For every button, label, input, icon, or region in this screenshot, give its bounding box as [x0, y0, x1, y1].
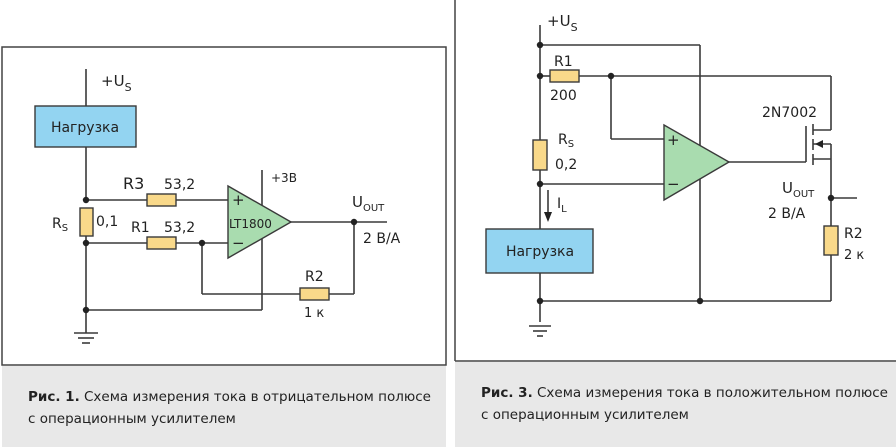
r3-value: 53,2: [164, 177, 195, 193]
resistor-r2: [823, 225, 839, 256]
junction-dot: [536, 297, 544, 305]
junction-dot: [350, 218, 358, 226]
opamp-supply-label: +3В: [271, 171, 297, 185]
mosfet-arrow-head: [815, 140, 823, 148]
resistor-r1: [146, 236, 177, 250]
r2-value: 1 к: [304, 306, 324, 321]
figure-3-schematic: [454, 0, 896, 362]
rs-value: 0,2: [555, 157, 577, 173]
figure-3-components: +US R1 200 RS 0,2 IL Нагрузка + − 2N7002…: [485, 12, 864, 305]
r1-value: 200: [550, 88, 577, 104]
supply-label: +US: [547, 12, 578, 34]
current-label: IL: [557, 196, 567, 215]
figure-1-caption: Рис. 1. Схема измерения тока в отрицател…: [2, 366, 446, 447]
opamp-triangle: [227, 184, 293, 260]
opamp-triangle: [663, 123, 731, 202]
current-arrow-head: [544, 212, 552, 222]
junction-dot: [536, 72, 544, 80]
r3-label: R3: [123, 174, 144, 193]
supply-label: +US: [101, 72, 132, 94]
junction-dot: [536, 180, 544, 188]
resistor-rs: [532, 139, 548, 171]
resistor-r2: [299, 287, 330, 301]
r1-value: 53,2: [164, 220, 195, 236]
junction-dot: [696, 297, 704, 305]
figure-1-caption-number: Рис. 1.: [28, 389, 80, 405]
rs-label: RS: [558, 132, 574, 150]
figure-3-caption-text: Схема измерения тока в положительном пол…: [532, 385, 888, 401]
opamp-plus: +: [667, 131, 680, 149]
r2-value: 2 к: [844, 248, 864, 263]
figure-1-caption-text: Схема измерения тока в отрицательном пол…: [79, 389, 431, 405]
r2-label: R2: [305, 269, 324, 285]
figure-3-caption-number: Рис. 3.: [481, 385, 533, 401]
output-label: UOUT: [352, 193, 385, 214]
figure-1-frame: [1, 46, 447, 366]
r1-label: R1: [131, 220, 150, 236]
junction-dot: [607, 72, 615, 80]
rs-label: RS: [52, 216, 68, 234]
mosfet-label: 2N7002: [762, 105, 817, 121]
load-box: [485, 228, 594, 274]
figure-1-components: +US Нагрузка RS 0,1 R3 53,2 R1 53,2 + − …: [34, 72, 401, 321]
load-box: [34, 105, 137, 148]
opamp-plus: +: [232, 191, 245, 209]
junction-dot: [82, 239, 90, 247]
junction-dot: [827, 194, 835, 202]
junction-dot: [82, 196, 90, 204]
figure-1-caption-line2: с операционным усилителем: [28, 411, 236, 427]
load-label: Нагрузка: [51, 120, 119, 136]
load-label: Нагрузка: [506, 244, 574, 260]
gain-label: 2 В/А: [768, 206, 806, 222]
figure-3-caption-line2: с операционным усилителем: [481, 407, 689, 423]
r2-label: R2: [844, 226, 863, 242]
opamp-minus: −: [232, 234, 245, 252]
r1-label: R1: [554, 54, 573, 70]
resistor-rs: [79, 207, 94, 237]
junction-dot: [536, 41, 544, 49]
opamp-label: LT1800: [229, 217, 272, 231]
gain-label: 2 В/А: [363, 231, 401, 247]
resistor-r1: [549, 69, 580, 83]
resistor-r3: [146, 193, 177, 207]
output-label: UOUT: [782, 179, 815, 200]
rs-value: 0,1: [96, 214, 118, 230]
opamp-minus: −: [667, 175, 680, 193]
figure-1-schematic: [1, 46, 447, 366]
junction-dot: [82, 306, 90, 314]
junction-dot: [198, 239, 206, 247]
figure-3-caption: Рис. 3. Схема измерения тока в положител…: [455, 362, 896, 447]
